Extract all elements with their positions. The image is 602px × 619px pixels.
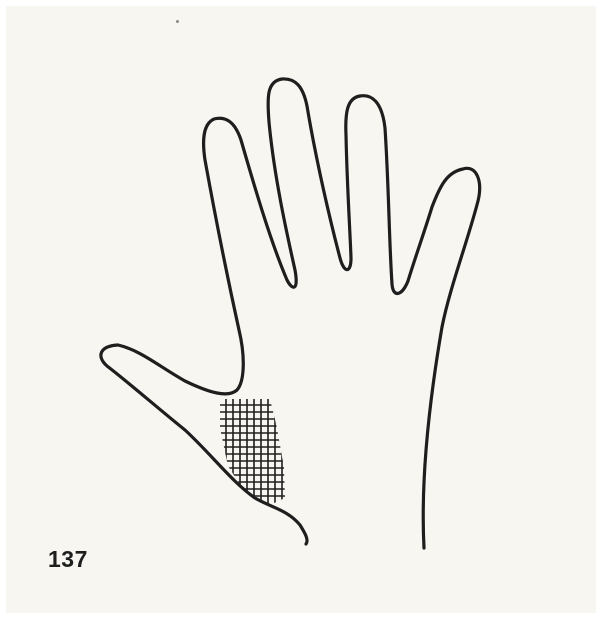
hatched-region xyxy=(214,392,292,512)
figure-number: 137 xyxy=(48,546,88,573)
hand-outline-icon xyxy=(101,79,480,548)
